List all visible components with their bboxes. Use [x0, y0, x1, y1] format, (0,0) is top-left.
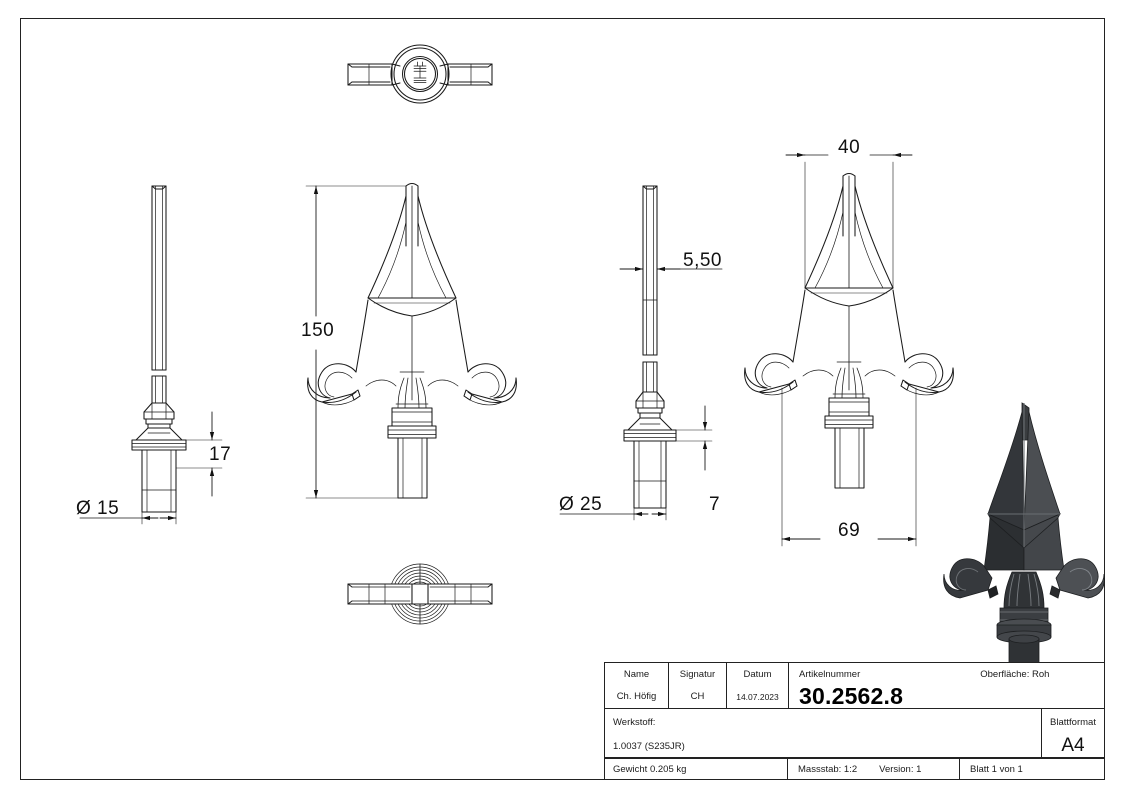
- artikelnummer-value-cell: 30.2562.8: [789, 685, 1104, 708]
- value-signatur: CH: [669, 685, 727, 709]
- blattformat-a4: A4: [1061, 735, 1085, 757]
- title-block: Name Signatur Datum Artikelnummer Oberfl…: [604, 662, 1105, 780]
- artikelnummer-value: 30.2562.8: [799, 683, 904, 710]
- massstab-value: Massstab: 1:2: [798, 763, 858, 775]
- blatt-value: Blatt 1 von 1: [970, 763, 1023, 775]
- artikelnummer-header-cell: Artikelnummer Oberfläche: Roh: [789, 663, 1104, 685]
- werkstoff-label: Werkstoff:: [605, 709, 1042, 736]
- dim-diameter-large: Ø 25: [559, 494, 603, 515]
- artikelnummer-label: Artikelnummer: [799, 668, 861, 680]
- massstab-version-cell: Massstab: 1:2 Version: 1: [788, 759, 960, 779]
- drawing-frame-border: [20, 18, 1105, 780]
- title-block-row-werkstoff-label: Werkstoff: Blattformat: [605, 709, 1104, 736]
- header-signatur: Signatur: [669, 663, 727, 686]
- title-block-row-footer: Gewicht 0.205 kg Massstab: 1:2 Version: …: [605, 758, 1104, 779]
- title-block-row-headers: Name Signatur Datum Artikelnummer Oberfl…: [605, 663, 1104, 686]
- dim-diameter-small: Ø 15: [76, 498, 120, 519]
- gewicht-value: Gewicht 0.205 kg: [605, 759, 788, 779]
- dim-thickness: 5,50: [683, 250, 722, 271]
- blattformat-value: A4: [1042, 735, 1104, 757]
- dim-base-height: 7: [709, 494, 721, 515]
- value-datum: 14.07.2023: [727, 685, 789, 709]
- dim-width-head: 40: [838, 137, 861, 158]
- blattformat-label: Blattformat: [1050, 716, 1096, 728]
- header-datum: Datum: [727, 663, 789, 686]
- title-block-row-values: Ch. Höfig CH 14.07.2023 30.2562.8: [605, 685, 1104, 710]
- werkstoff-value: 1.0037 (S235JR): [605, 735, 1042, 758]
- value-name: Ch. Höfig: [605, 685, 669, 709]
- version-value: Version: 1: [879, 763, 922, 775]
- dim-width-overall: 69: [838, 520, 861, 541]
- dim-height-overall: 150: [301, 320, 335, 341]
- header-name: Name: [605, 663, 669, 686]
- title-block-row-werkstoff-value: 1.0037 (S235JR) A4: [605, 735, 1104, 759]
- dim-collar-height: 17: [209, 444, 232, 465]
- oberflaeche-text: Oberfläche: Roh: [980, 668, 1050, 680]
